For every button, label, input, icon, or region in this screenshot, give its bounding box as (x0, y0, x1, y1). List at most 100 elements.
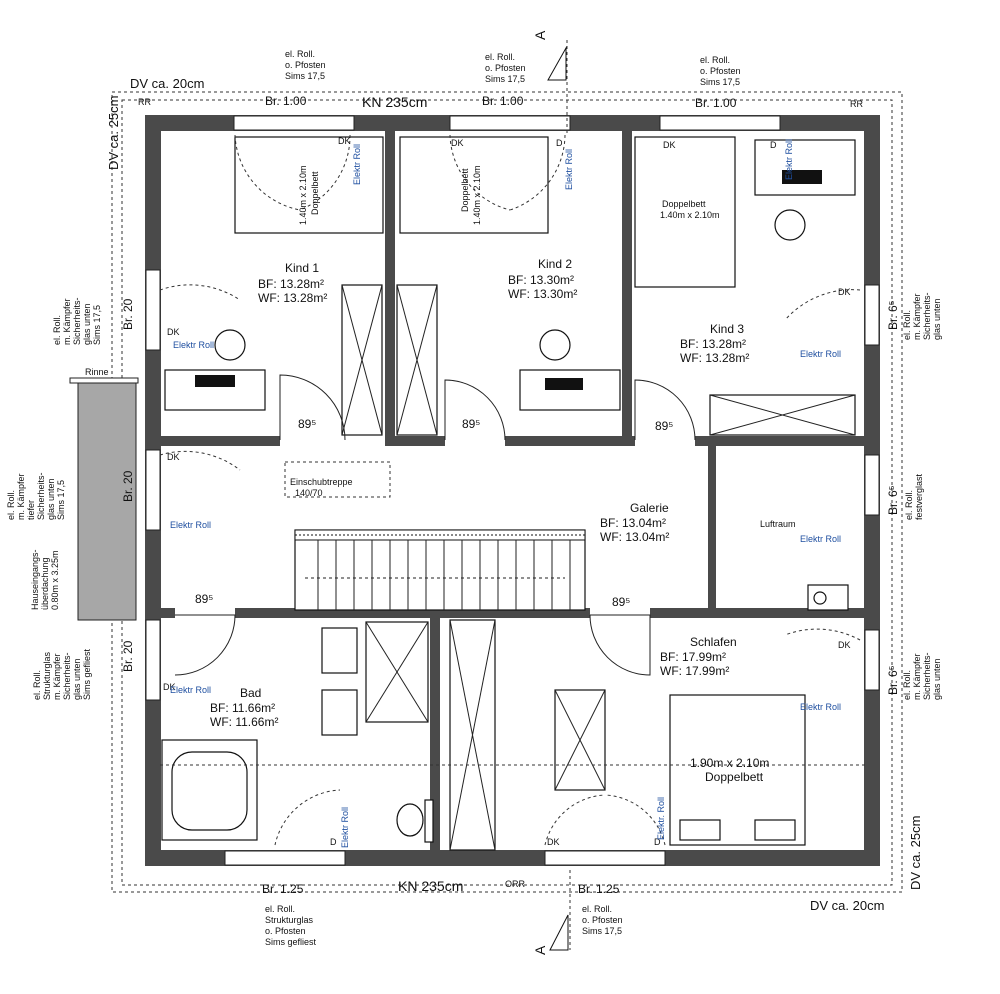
rr-right: RR (850, 99, 863, 109)
left-note-gallery: el. Roll. m. Kämpfer tiefer Sicherheits-… (6, 470, 66, 520)
door-bad: 89⁵ (195, 592, 213, 606)
windows (145, 115, 880, 866)
room-kind1-wf: WF: 13.28m² (258, 291, 327, 305)
svg-text:el. Roll. Strukturglas: el. Roll. Strukturglas m. Kämpfer Sicher… (32, 648, 92, 700)
right-note-luftraum: el. Roll. festverglast (904, 473, 924, 520)
svg-text:el. Roll. m. Kämpfer: el. Roll. m. Kämpfer Sicherheits- glas u… (52, 295, 102, 345)
d-kind3-top: D (770, 140, 777, 150)
br-left-2: Br. 20 (121, 470, 135, 502)
elektr-roll-kind1: Elektr Roll (173, 340, 214, 350)
section-markers (547, 40, 571, 951)
room-galerie-name: Galerie (630, 501, 669, 515)
elektr-roll-kind2-top: Elektr Roll (564, 149, 574, 190)
dv-bottom: DV ca. 20cm (810, 898, 884, 913)
left-note-kind1: el. Roll. m. Kämpfer Sicherheits- glas u… (52, 295, 102, 345)
d-kind2-top: D (556, 138, 563, 148)
svg-text:el. Roll. m. Kämpfer: el. Roll. m. Kämpfer Sicherheits- glas u… (902, 650, 942, 700)
room-galerie-wf: WF: 13.04m² (600, 530, 669, 544)
dk-kind2-top: DK (451, 138, 464, 148)
dk-kind3-right: DK (838, 287, 851, 297)
room-kind3-bf: BF: 13.28m² (680, 337, 746, 351)
orr-label: ORR (505, 879, 526, 889)
svg-text:el. Roll. m. Kämpfer: el. Roll. m. Kämpfer tiefer Sicherheits-… (6, 470, 66, 520)
dk-schlafen-right: DK (838, 640, 851, 650)
room-bad-bf: BF: 11.66m² (210, 701, 275, 715)
svg-text:Hauseingangs- überdachun: Hauseingangs- überdachung 0.80m x 3.25m (30, 547, 60, 610)
door-schlafen: 89⁵ (612, 595, 630, 609)
bottom-note-left: el. Roll. Strukturglas o. Pfosten Sims g… (265, 904, 317, 947)
bed-master-size: 1.90m x 2.10m (690, 756, 769, 770)
gutter-label: Rinne (85, 367, 109, 377)
top-note-left: el. Roll. o. Pfosten Sims 17,5 (285, 49, 328, 81)
room-galerie-bf: BF: 13.04m² (600, 516, 666, 530)
room-schlafen-bf: BF: 17.99m² (660, 650, 726, 664)
wardrobes (341, 284, 856, 851)
room-kind2-bf: BF: 13.30m² (508, 273, 574, 287)
room-luftraum-name: Luftraum (760, 519, 796, 529)
gutter (69, 377, 139, 384)
dk-kind1-left: DK (167, 327, 180, 337)
door-kind1: 89⁵ (298, 417, 316, 431)
kn-top: KN 235cm (362, 94, 427, 110)
top-note-right: el. Roll. o. Pfosten Sims 17,5 (700, 55, 743, 87)
door-kind2: 89⁵ (462, 417, 480, 431)
bed-master-label: Doppelbett (705, 770, 764, 784)
room-kind2-wf: WF: 13.30m² (508, 287, 577, 301)
left-note-bad: el. Roll. Strukturglas m. Kämpfer Sicher… (32, 648, 92, 700)
roof-outline-inner (121, 99, 893, 886)
room-kind3-name: Kind 3 (710, 322, 744, 336)
bed-kind1-size: 1.40m x 2.10m (298, 165, 308, 225)
interior-walls (160, 130, 865, 851)
kn-bottom: KN 235cm (398, 878, 463, 894)
left-note-canopy: Hauseingangs- überdachung 0.80m x 3.25m (30, 547, 60, 610)
elektr-roll-kind1-top: Elektr Roll (352, 144, 362, 185)
dv-right: DV ca. 25cm (908, 816, 923, 890)
elektr-roll-schlafen: Elektr Roll (800, 702, 841, 712)
bed-kind2-label: Doppelbett (460, 168, 470, 212)
dk-schlafen-bottom: DK (547, 837, 560, 847)
beds (234, 136, 806, 846)
elektr-roll-kind3-top: Elektr Roll (784, 139, 794, 180)
bed-kind1-label: Doppelbett (310, 171, 320, 215)
br-bottom-1: Br. 1.25 (262, 882, 304, 896)
d-bad-bottom: D (330, 837, 337, 847)
right-note-schlafen: el. Roll. m. Kämpfer Sicherheits- glas u… (902, 650, 942, 700)
room-kind1-bf: BF: 13.28m² (258, 277, 324, 291)
room-schlafen-wf: WF: 17.99m² (660, 664, 729, 678)
elektr-roll-bad-bottom: Elektr Roll (340, 807, 350, 848)
br-top-3: Br. 1.00 (695, 96, 737, 110)
elektr-roll-galerie: Elektr Roll (170, 520, 211, 530)
br-top-2: Br. 1.00 (482, 94, 524, 108)
bottom-note-right: el. Roll. o. Pfosten Sims 17,5 (582, 904, 625, 936)
room-kind1-name: Kind 1 (285, 261, 319, 275)
d-schlafen-bottom: D (654, 837, 661, 847)
elektr-roll-luftraum: Elektr Roll (800, 534, 841, 544)
room-kind2-name: Kind 2 (538, 257, 572, 271)
br-bottom-2: Br. 1.25 (578, 882, 620, 896)
elektr-roll-kind3: Elektr Roll (800, 349, 841, 359)
door-kind3: 89⁵ (655, 419, 673, 433)
rr-left: RR (138, 97, 151, 107)
door-swings (159, 134, 865, 846)
bed-kind2-size: 1.40m x 2.10m (472, 165, 482, 225)
top-note-middle: el. Roll. o. Pfosten Sims 17,5 (485, 52, 528, 84)
br-left-1: Br. 20 (121, 298, 135, 330)
svg-text:el. Roll. m. Kämpfer: el. Roll. m. Kämpfer Sicherheits- glas u… (902, 290, 942, 340)
br-left-3: Br. 20 (121, 640, 135, 672)
bed-kind3-label: Doppelbett (662, 199, 706, 209)
br-right-1: Br. 6⁵ (886, 300, 900, 330)
br-right-3: Br. 6⁵ (886, 665, 900, 695)
bed-kind3-size: 1.40m x 2.10m (660, 210, 720, 220)
room-kind3-wf: WF: 13.28m² (680, 351, 749, 365)
room-bad-wf: WF: 11.66m² (210, 715, 278, 729)
dv-left: DV ca. 25cm (106, 96, 121, 170)
dk-bad-left: DK (163, 682, 176, 692)
desks (164, 139, 856, 411)
bathroom-fixtures (161, 584, 849, 843)
staircase (284, 461, 586, 611)
right-note-kind3: el. Roll. m. Kämpfer Sicherheits- glas u… (902, 290, 942, 340)
section-a-bottom: A (532, 945, 548, 955)
elektr-roll-schlafen-bottom: Elektr. Roll (656, 797, 666, 840)
svg-text:el. Roll. festverglast: el. Roll. festverglast (904, 473, 924, 520)
